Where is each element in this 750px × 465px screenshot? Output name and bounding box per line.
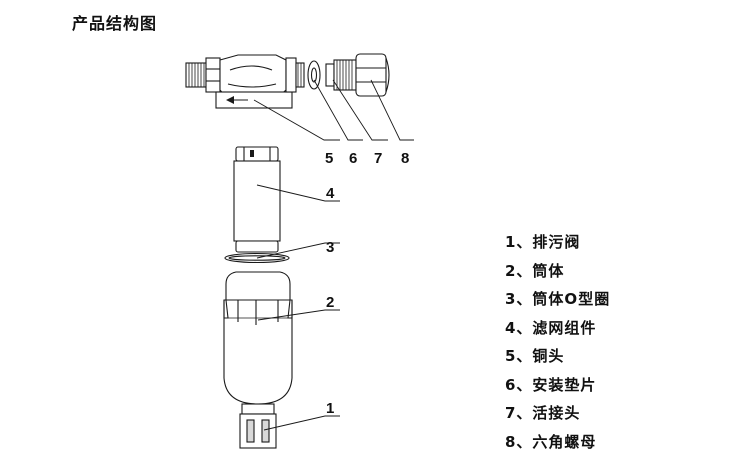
legend-item-2: 2、筒体 [505, 257, 610, 286]
legend-item-8: 8、六角螺母 [505, 428, 610, 457]
legend-item-label: 4、滤网组件 [505, 318, 597, 337]
legend-item-5: 5、铜头 [505, 342, 610, 371]
callout-1: 1 [326, 400, 334, 417]
legend-item-label: 2、筒体 [505, 261, 565, 280]
callout-6: 6 [349, 150, 357, 167]
legend-item-label: 3、筒体O型圈 [505, 290, 611, 308]
legend-item-4: 4、滤网组件 [505, 314, 610, 343]
hex-nut-part [355, 53, 390, 97]
callout-4: 4 [326, 185, 335, 202]
leader-lines [253, 79, 414, 431]
gasket-part [307, 60, 321, 90]
legend-item-label: 1、排污阀 [505, 233, 581, 251]
page-title: 产品结构图 [72, 14, 158, 33]
legend-item-label: 7、活接头 [505, 404, 581, 422]
parts-legend: 1、排污阀 2、筒体 3、筒体O型圈 4、滤网组件 5、铜头 6、安装垫片 7、活接头 8、六… [505, 228, 610, 456]
legend-item-3: 3、筒体O型圈 [505, 285, 610, 314]
legend-item-label: 6、安装垫片 [505, 375, 597, 394]
callout-7: 7 [374, 150, 382, 167]
legend-item-1: 1、排污阀 [505, 228, 610, 257]
callout-8: 8 [401, 150, 409, 167]
drain-valve-part [239, 403, 277, 449]
union-joint-part [325, 59, 357, 91]
legend-item-label: 5、铜头 [505, 347, 565, 365]
filter-screen-part [233, 146, 281, 253]
legend-item-7: 7、活接头 [505, 399, 610, 428]
callout-5: 5 [325, 150, 333, 167]
bowl-part [223, 271, 293, 405]
brass-body-part [185, 54, 305, 109]
legend-item-6: 6、安装垫片 [505, 371, 610, 400]
legend-item-label: 8、六角螺母 [505, 432, 597, 451]
callout-2: 2 [326, 294, 334, 311]
callout-3: 3 [326, 239, 334, 256]
